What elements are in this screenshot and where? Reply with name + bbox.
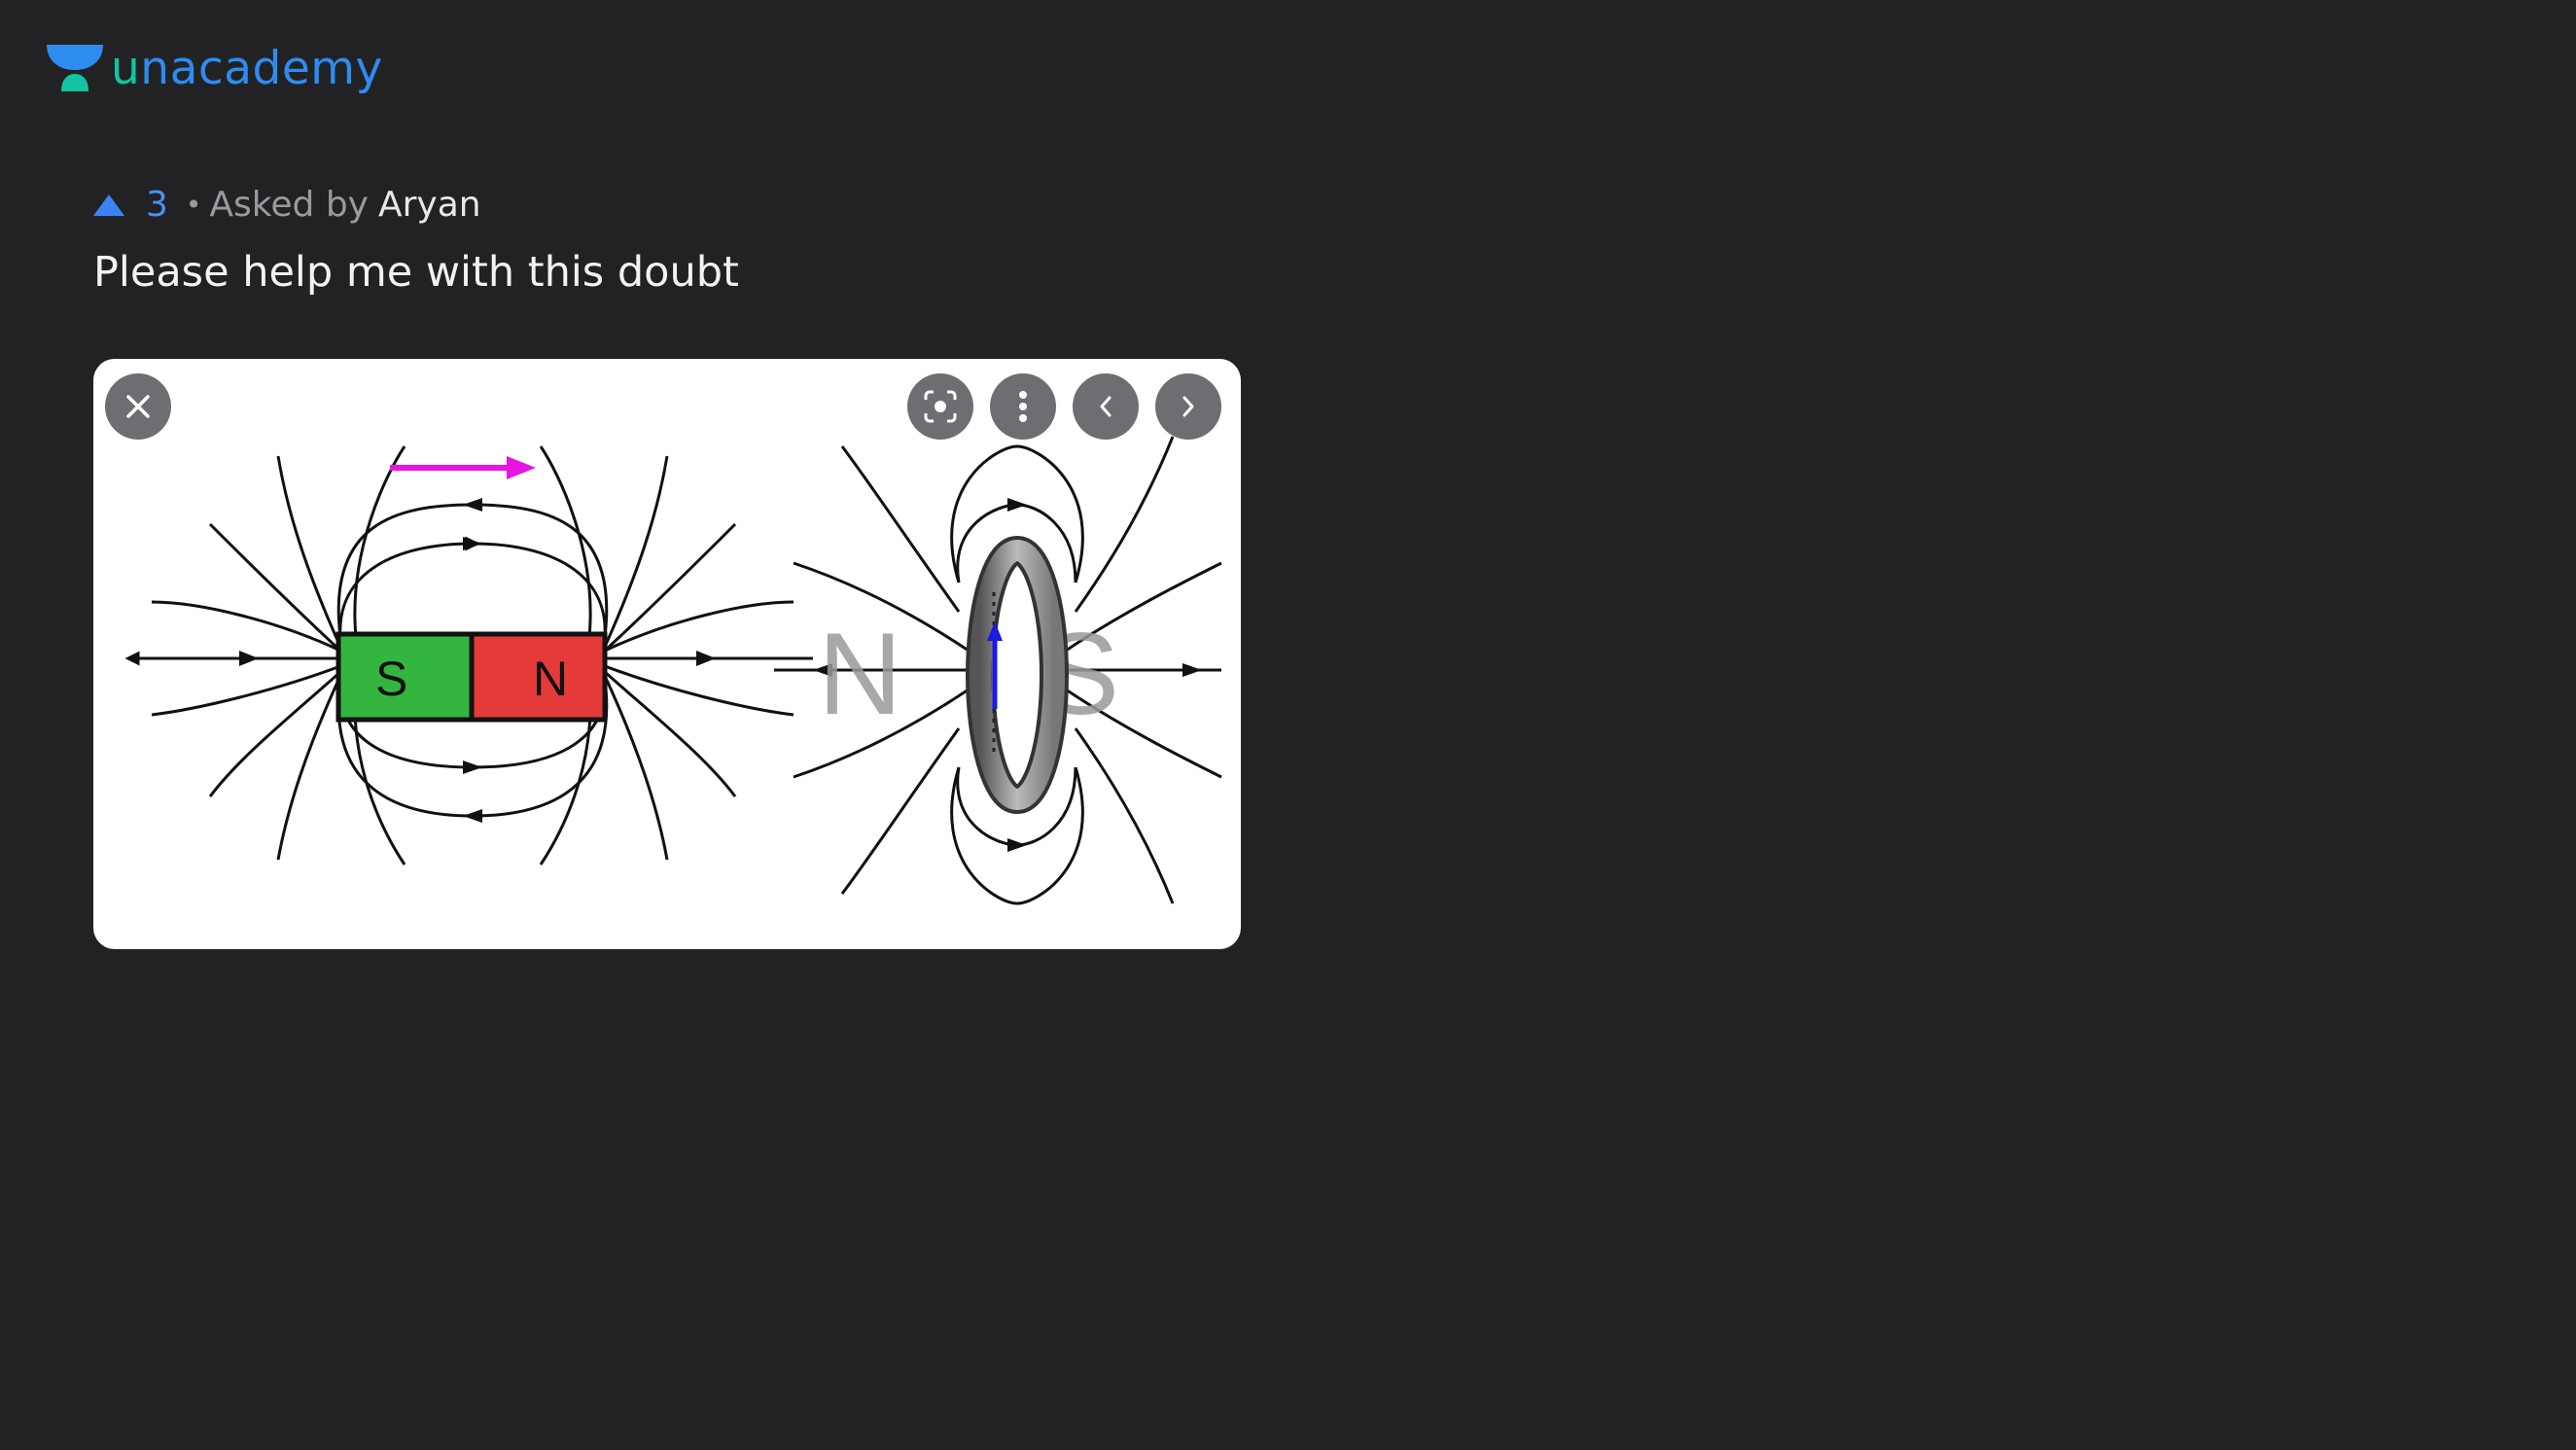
- previous-button[interactable]: [1073, 373, 1139, 440]
- close-icon: [126, 395, 150, 418]
- lens-icon: [924, 390, 957, 423]
- chevron-left-icon: [1100, 396, 1112, 417]
- magnet-south-label: S: [375, 652, 407, 706]
- loop-north-label: N: [818, 609, 902, 739]
- chevron-right-icon: [1182, 396, 1194, 417]
- upvote-icon[interactable]: [93, 194, 124, 216]
- separator-dot: •: [185, 189, 202, 221]
- asker-name[interactable]: Aryan: [377, 185, 481, 225]
- more-vertical-icon: [1019, 391, 1027, 422]
- asked-by-label: Asked by: [209, 185, 369, 225]
- question-meta: 3 • Asked by Aryan: [93, 185, 481, 225]
- unacademy-logo[interactable]: unacademy: [45, 39, 383, 97]
- question-image[interactable]: S N N S: [93, 359, 1241, 949]
- magnet-north-label: N: [533, 652, 568, 706]
- more-options-button[interactable]: [990, 373, 1056, 440]
- question-text: Please help me with this doubt: [93, 248, 739, 297]
- upvote-count: 3: [146, 185, 168, 225]
- magnetic-field-diagram: S N N S: [124, 436, 1222, 905]
- brand-name: unacademy: [111, 41, 383, 95]
- lens-button[interactable]: [907, 373, 973, 440]
- unacademy-logo-icon: [47, 45, 103, 91]
- close-button[interactable]: [105, 373, 171, 440]
- next-button[interactable]: [1155, 373, 1221, 440]
